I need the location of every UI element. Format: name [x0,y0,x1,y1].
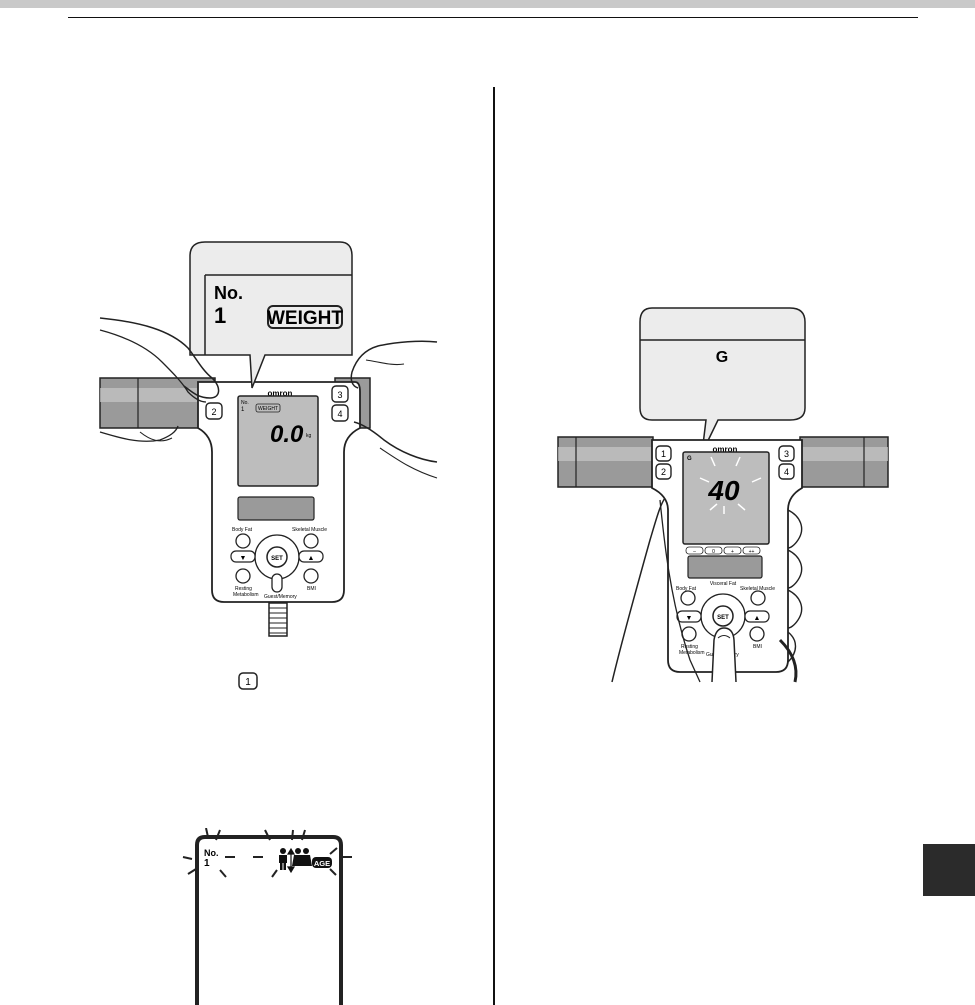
user-key-1-icon: 1 [238,672,258,690]
age-badge [312,857,332,868]
lcd-screen-right [682,451,770,545]
user-key-1[interactable]: 1 [655,445,672,462]
up-arrow-button[interactable] [298,550,324,563]
metabolism-label-right: Metabolism [679,650,705,656]
skeletal-muscle-label: Skeletal Muscle [292,527,327,533]
user-key-4[interactable]: 4 [331,404,349,422]
svg-text:2: 2 [661,467,666,477]
set-button-right[interactable] [712,605,734,627]
lcd-user-number: 1 [241,407,245,413]
lcd-age-display: No. 1 AGE [182,828,352,1005]
age-lcd-no-label: No. [204,848,219,858]
female-icon [292,848,312,866]
set-label-right: SET [717,615,729,621]
user-key-1-label: 1 [245,677,251,688]
callout-user-number: 1 [214,303,226,328]
svg-text:0: 0 [712,549,715,555]
resting-label-right: Resting [681,644,698,650]
callout-weight-label: WEIGHT [267,308,343,329]
user-key-4[interactable]: 4 [778,463,795,480]
top-gray-band [0,0,975,8]
lcd-visceral-value: 40 [707,475,740,506]
up-arrow-icon-right: ▲ [754,615,761,622]
lcd-no-label: No. [241,400,249,406]
bmi-button[interactable] [303,568,319,584]
user-key-3[interactable]: 3 [331,385,349,403]
skeletal-muscle-button-right[interactable] [750,590,766,606]
down-arrow-button[interactable] [230,550,256,563]
section-tab-marker [923,844,975,896]
body-fat-label-right: Body Fat [676,586,697,592]
lcd-g-label: G [687,456,692,462]
guest-memory-button[interactable] [271,573,283,593]
callout-no-label: No. [214,283,243,303]
header-rule [68,17,918,18]
guest-memory-label: Guest/Memory [264,594,297,600]
device-visceral-illustration: G omron 1 2 3 4 G 40 – 0 + [557,307,889,683]
set-button[interactable] [266,546,288,568]
svg-text:+: + [731,549,734,555]
svg-text:3: 3 [337,390,342,400]
user-key-2[interactable]: 2 [655,463,672,480]
visceral-scale: – 0 + ++ [685,546,761,555]
down-arrow-icon: ▼ [240,555,247,562]
svg-text:3: 3 [784,449,789,459]
resting-label: Resting [235,586,252,592]
svg-text:++: ++ [749,549,755,555]
resting-metabolism-button[interactable] [235,568,251,584]
callout-g-label: G [716,349,728,366]
body-fat-button[interactable] [235,533,251,549]
down-arrow-icon-right: ▼ [686,615,693,622]
lcd-unit: kg [306,433,312,439]
device-right-brand: omron [713,445,738,454]
skeletal-muscle-button[interactable] [303,533,319,549]
svg-text:4: 4 [337,409,342,419]
male-icon [279,848,287,870]
lcd-value: 0.0 [270,421,304,448]
down-arrow-button-right[interactable] [676,610,702,623]
body-fat-button-right[interactable] [680,590,696,606]
bmi-label-right: BMI [753,644,762,650]
secondary-display [237,496,315,521]
up-arrow-button-right[interactable] [744,610,770,623]
user-key-2[interactable]: 2 [205,402,223,420]
device-brand: omron [268,389,293,398]
svg-text:–: – [693,549,696,555]
skeletal-muscle-label-right: Skeletal Muscle [740,586,775,592]
user-key-3[interactable]: 3 [778,445,795,462]
svg-text:2: 2 [211,407,216,417]
age-badge-label: AGE [314,859,330,868]
set-label: SET [271,556,283,562]
bmi-label: BMI [307,586,316,592]
svg-text:1: 1 [661,449,666,459]
up-down-arrow-icon [286,847,296,874]
device-weight-illustration: No. 1 WEIGHT omron 2 3 4 No. 1 WEIGHT 0.… [99,241,438,637]
metabolism-label: Metabolism [233,592,259,598]
body-fat-label: Body Fat [232,527,253,533]
lcd-screen [237,395,319,487]
blink-rays [182,828,352,878]
column-divider [493,87,495,1005]
up-arrow-icon: ▲ [308,555,315,562]
age-lcd-user-number: 1 [204,858,210,869]
svg-text:4: 4 [784,467,789,477]
lcd-blink-rays [699,456,762,514]
bmi-button-right[interactable] [749,626,765,642]
lcd-weight-label: WEIGHT [258,406,278,412]
secondary-display-right [687,555,763,579]
finger [711,627,737,683]
visceral-fat-label: Visceral Fat [710,581,737,587]
